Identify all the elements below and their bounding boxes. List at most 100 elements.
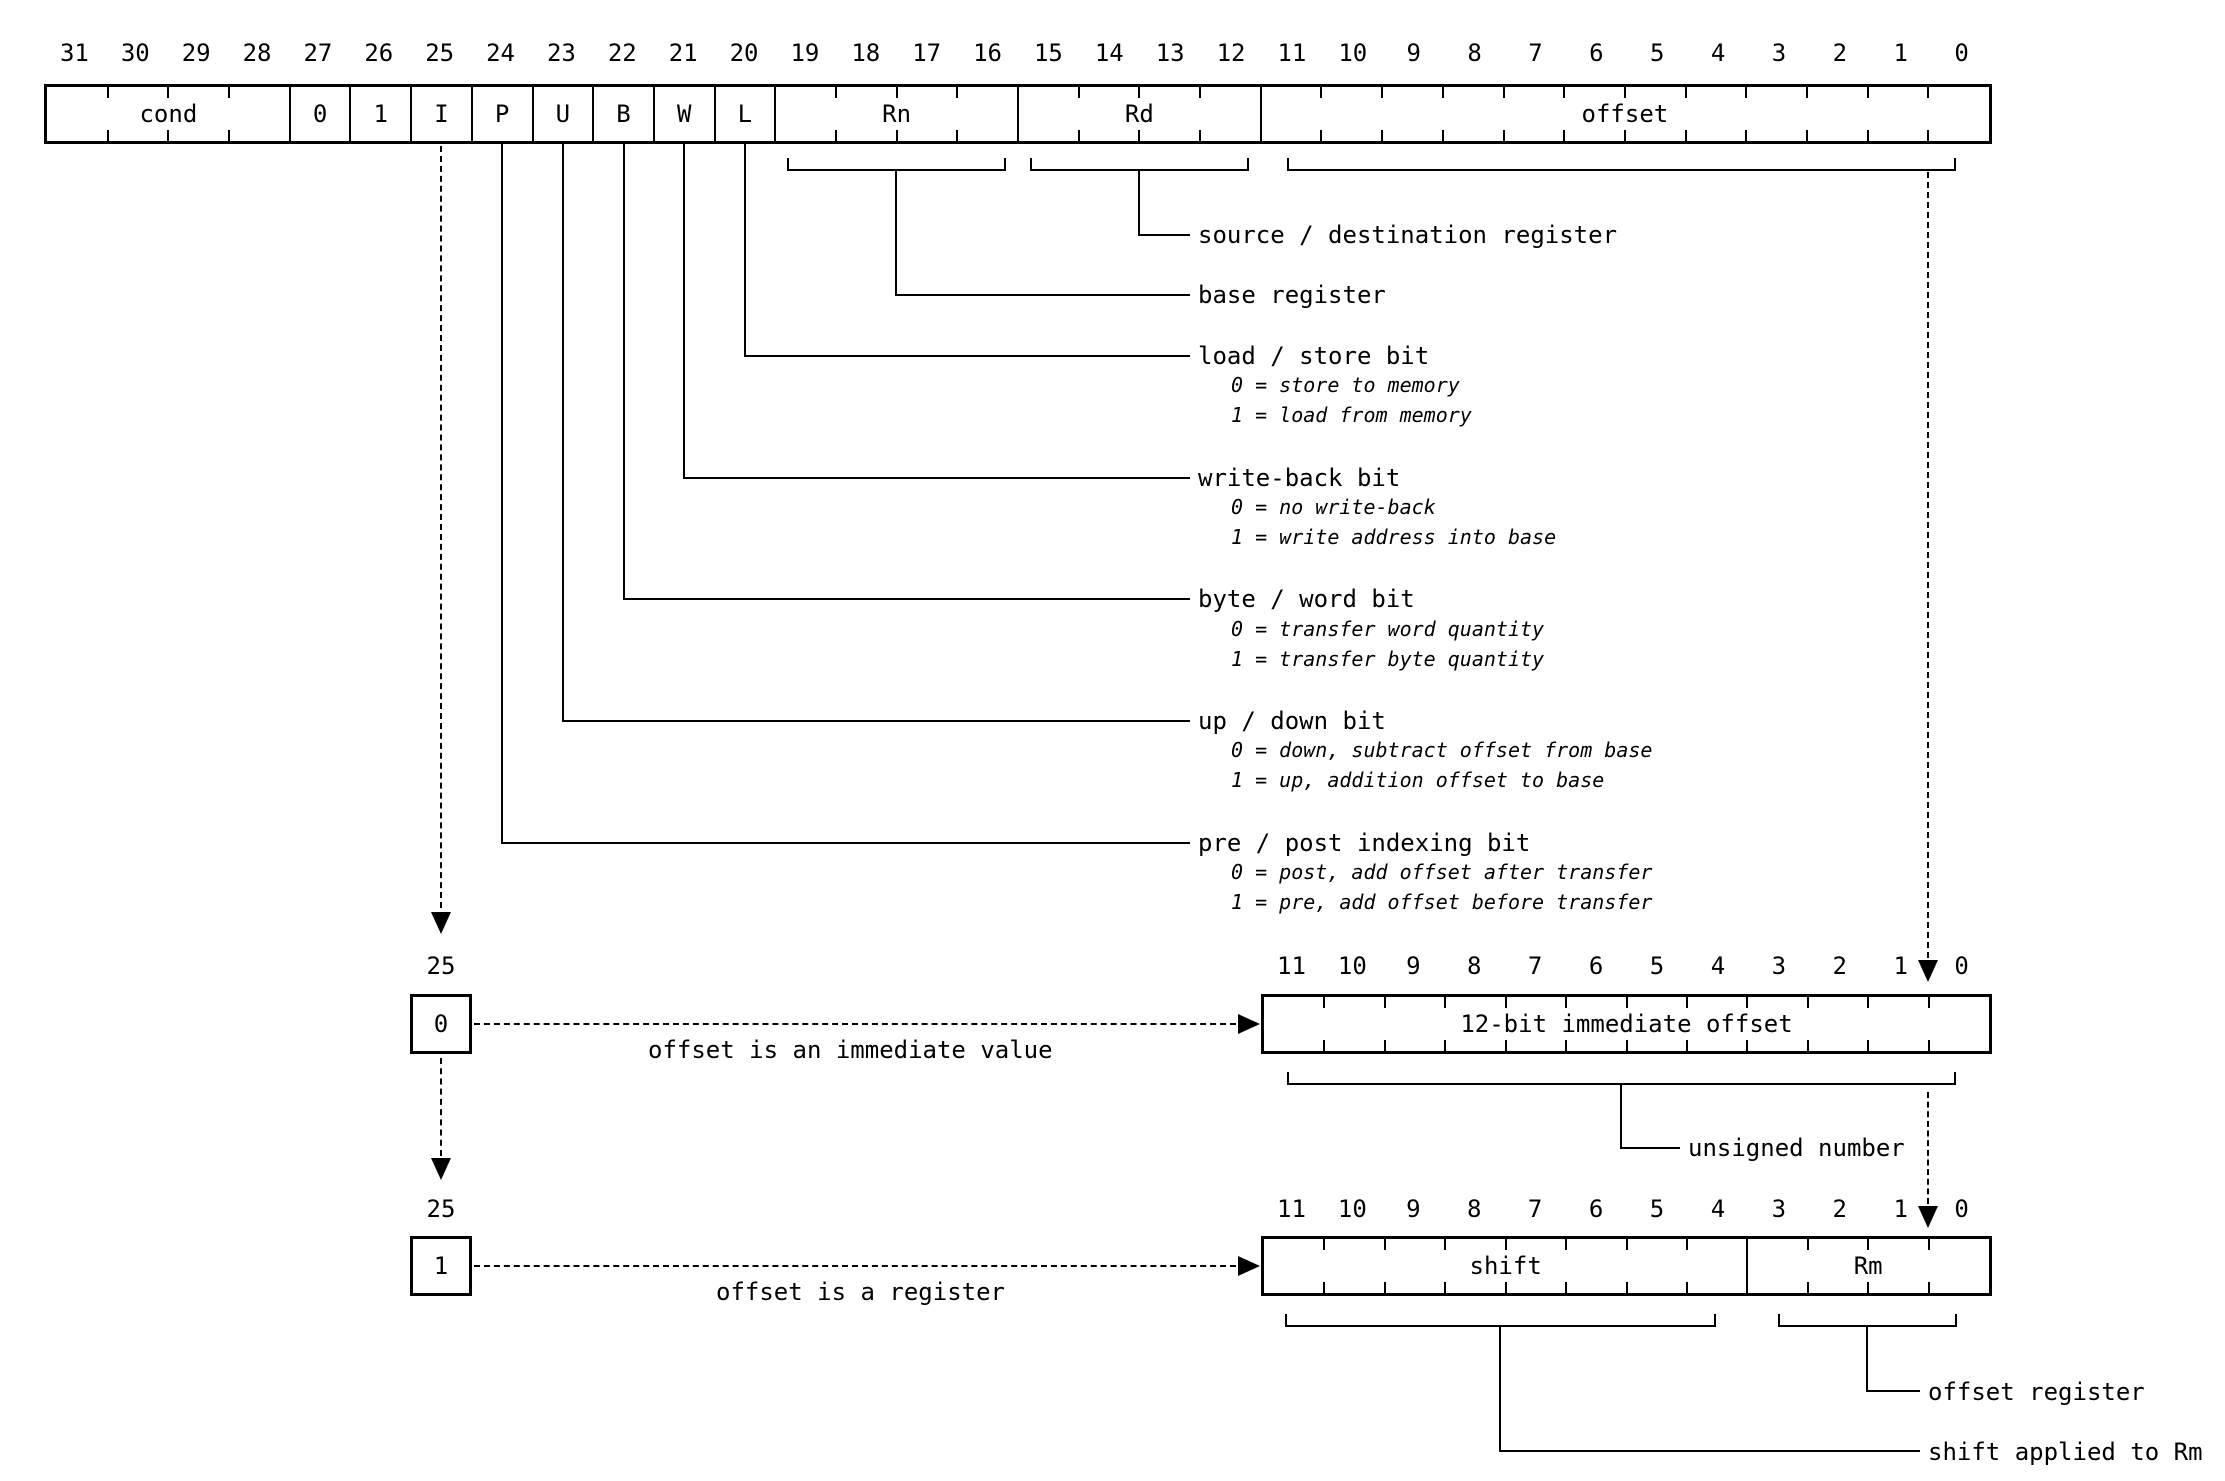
bit-number: 9 bbox=[1406, 39, 1421, 67]
bit-tick bbox=[1745, 87, 1748, 98]
i-branch-arrow-icon bbox=[431, 1158, 451, 1180]
w-callout-line-h bbox=[683, 477, 1190, 479]
rd-annotation: source / destination register bbox=[1198, 221, 1618, 249]
field-divider bbox=[470, 87, 473, 141]
shift-note-line-h bbox=[1499, 1450, 1920, 1452]
register-caption: offset is a register bbox=[716, 1278, 1005, 1306]
register-dashed-line bbox=[474, 1265, 1236, 1267]
bit-tick bbox=[1623, 87, 1626, 98]
offset-register-line-h bbox=[1866, 1390, 1920, 1392]
bit-tick bbox=[1927, 130, 1930, 141]
register-arrow-icon bbox=[1238, 1256, 1260, 1276]
bit-number: 17 bbox=[912, 39, 942, 67]
p-annotation-val1: 1 = pre, add offset before transfer bbox=[1231, 890, 1653, 914]
bit-tick bbox=[1199, 130, 1202, 141]
offset-field-bracket bbox=[1287, 158, 1956, 171]
bit-tick bbox=[1685, 1040, 1688, 1051]
rn-callout-line-v bbox=[895, 170, 897, 295]
bit-number: 4 bbox=[1710, 952, 1726, 980]
field-w: W bbox=[676, 100, 692, 128]
bit-tick bbox=[1806, 997, 1809, 1008]
bit-tick bbox=[1866, 87, 1869, 98]
bit-number: 3 bbox=[1771, 1195, 1787, 1223]
bit-tick bbox=[1323, 997, 1326, 1008]
bit-tick bbox=[1806, 1282, 1809, 1293]
bit-tick bbox=[1746, 997, 1749, 1008]
l-annotation-val1: 1 = load from memory bbox=[1231, 403, 1472, 427]
bit-tick bbox=[1504, 1282, 1507, 1293]
field-divider bbox=[1259, 87, 1262, 141]
bit-number: 6 bbox=[1589, 39, 1604, 67]
bit-number: 1 bbox=[1893, 1195, 1908, 1223]
b-annotation-val0: 0 = transfer word quantity bbox=[1231, 617, 1545, 641]
bit-number: 18 bbox=[851, 39, 881, 67]
w-callout-line-v bbox=[683, 144, 685, 478]
bit-number: 0 bbox=[1954, 1195, 1969, 1223]
bit-tick bbox=[1685, 997, 1688, 1008]
u-callout-line-h bbox=[562, 720, 1190, 722]
bit-tick bbox=[1746, 1040, 1749, 1051]
bit-number: 10 bbox=[1338, 39, 1368, 67]
field-divider bbox=[349, 87, 352, 141]
bit-tick bbox=[1383, 1282, 1386, 1293]
bit-number: 4 bbox=[1710, 1195, 1726, 1223]
bit-number: 9 bbox=[1406, 1195, 1421, 1223]
bit-tick bbox=[1745, 130, 1748, 141]
bit-tick bbox=[1867, 1040, 1870, 1051]
bit-number: 7 bbox=[1527, 952, 1543, 980]
bit-tick bbox=[1077, 87, 1080, 98]
bit-tick bbox=[1383, 1239, 1386, 1250]
bit-number: 30 bbox=[120, 39, 150, 67]
bit-number: 26 bbox=[364, 39, 394, 67]
bit-tick bbox=[1383, 1040, 1386, 1051]
bit-tick bbox=[1867, 1282, 1870, 1293]
bit-tick bbox=[1563, 130, 1566, 141]
bit-number: 12 bbox=[1216, 39, 1246, 67]
bit-number: 13 bbox=[1155, 39, 1185, 67]
bit-tick bbox=[1381, 87, 1384, 98]
shift-note-line-v bbox=[1499, 1327, 1501, 1452]
field-divider bbox=[288, 87, 291, 141]
rd-callout-line-v bbox=[1138, 170, 1140, 235]
bit-tick bbox=[1381, 130, 1384, 141]
field-b: B bbox=[616, 100, 631, 128]
i-value-box-0: 0 bbox=[410, 994, 472, 1054]
bit-number: 8 bbox=[1467, 39, 1482, 67]
bit-number: 4 bbox=[1710, 39, 1726, 67]
bit-number: 7 bbox=[1527, 1195, 1543, 1223]
offset-dashed-line-1 bbox=[1927, 172, 1929, 958]
bit-tick bbox=[106, 130, 109, 141]
i-value-0: 0 bbox=[433, 1010, 449, 1038]
bit-number: 10 bbox=[1337, 952, 1367, 980]
bit-number: 11 bbox=[1277, 1195, 1306, 1223]
bit-tick bbox=[1565, 1282, 1568, 1293]
bit-tick bbox=[1806, 1040, 1809, 1051]
field-p: P bbox=[494, 100, 510, 128]
bit-tick bbox=[1866, 130, 1869, 141]
bit-number: 20 bbox=[729, 39, 759, 67]
bit-tick bbox=[1927, 997, 1930, 1008]
field-divider bbox=[531, 87, 534, 141]
bit-tick bbox=[1867, 997, 1870, 1008]
field-divider bbox=[410, 87, 413, 141]
bit-number: 3 bbox=[1771, 952, 1787, 980]
bit-tick bbox=[956, 87, 959, 98]
offset-dashed-line-2 bbox=[1927, 1092, 1929, 1204]
bit-number: 5 bbox=[1649, 1195, 1665, 1223]
bit-number: 1 bbox=[1893, 39, 1908, 67]
bit-number: 15 bbox=[1033, 39, 1063, 67]
offset-register-note: offset register bbox=[1928, 1378, 2145, 1406]
bit-number: 2 bbox=[1832, 39, 1848, 67]
immediate-caption: offset is an immediate value bbox=[648, 1036, 1053, 1064]
field-divider bbox=[774, 87, 777, 141]
bit-number: 23 bbox=[546, 39, 576, 67]
w-annotation-val0: 0 = no write-back bbox=[1231, 495, 1436, 519]
rd-callout-line-h bbox=[1138, 234, 1190, 236]
bit-tick bbox=[1444, 1282, 1447, 1293]
field-bit27: 0 bbox=[312, 100, 328, 128]
bit-tick bbox=[1504, 997, 1507, 1008]
rm-bracket bbox=[1778, 1314, 1957, 1327]
bit-number: 21 bbox=[668, 39, 698, 67]
i-branch-dashed-line bbox=[440, 1058, 442, 1156]
